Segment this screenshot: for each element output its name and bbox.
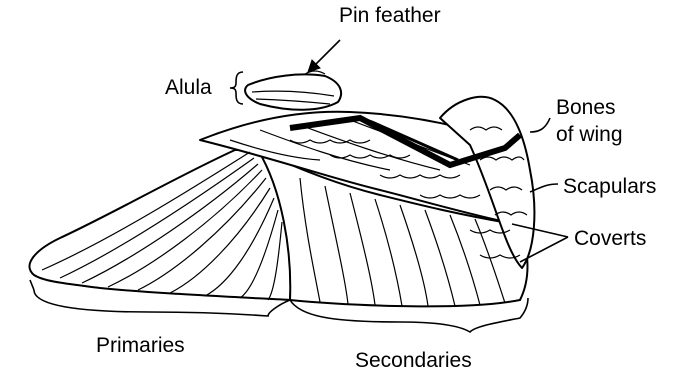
scapulars-leader	[530, 184, 558, 192]
label-bones-line1: Bones	[556, 96, 616, 119]
label-alula: Alula	[165, 76, 212, 99]
label-pin-feather: Pin feather	[339, 4, 441, 27]
label-bones-line2: of wing	[556, 123, 623, 146]
label-scapulars: Scapulars	[563, 175, 656, 198]
bones-leader	[530, 118, 550, 132]
label-primaries: Primaries	[96, 334, 185, 357]
alula-brace	[230, 72, 243, 104]
label-secondaries: Secondaries	[355, 349, 472, 372]
label-coverts: Coverts	[574, 227, 646, 250]
